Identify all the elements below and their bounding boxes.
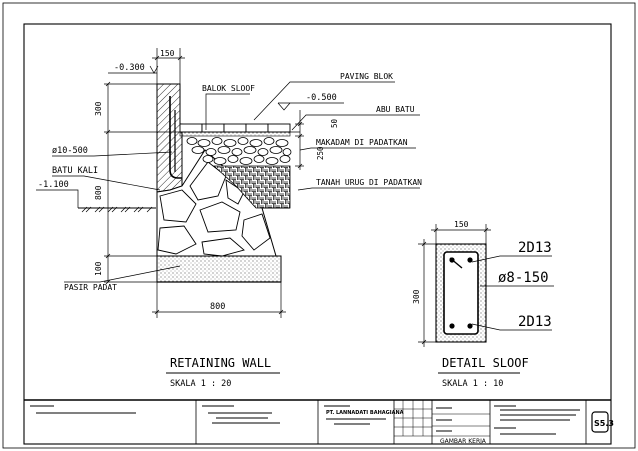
- level-top-text: -0.300: [114, 63, 145, 73]
- title-block-drawing-label: GAMBAR KERJA: [440, 438, 487, 445]
- label-level-low: -1.100: [38, 180, 69, 190]
- dim-paving-50-text: 50: [330, 118, 339, 128]
- sloof-top-bar: 2D13: [518, 240, 552, 256]
- label-makadam: MAKADAM DI PADATKAN: [316, 138, 408, 147]
- dim-top-150-text: 150: [160, 49, 175, 58]
- dim-bottom-800: [152, 282, 286, 318]
- dim-left-chain: [104, 81, 300, 285]
- retaining-wall-scale: SKALA 1 : 20: [170, 379, 231, 389]
- leaders-right: [205, 81, 420, 191]
- sloof-stirrup-text: ø8-150: [498, 270, 549, 286]
- dim-sand-100-text: 100: [94, 261, 103, 276]
- revision-grid: [394, 400, 490, 437]
- retaining-wall-section: 150 -0.300 300 800 100: [36, 48, 422, 389]
- dim-bottom-800-text: 800: [210, 302, 225, 312]
- detail-sloof-title: DETAIL SLOOF: [442, 356, 529, 370]
- dim-makadam-250-text: 250: [316, 146, 325, 160]
- label-pasir-padat: PASIR PADAT: [64, 283, 117, 292]
- pavement-layers: [179, 123, 291, 137]
- title-block-company: PT. LANNADATI BAHAGIANA: [326, 410, 404, 416]
- sloof-bar-top-right: [467, 257, 473, 263]
- title-block-small-text: [30, 405, 580, 435]
- pasir-padat-base: [156, 255, 282, 283]
- sloof-dims: [418, 224, 491, 347]
- label-abu-batu: ABU BATU: [376, 105, 415, 114]
- detail-sloof-section: 150 300 2D13 ø8-150 2D13 DETAIL SLOOF SK…: [412, 220, 554, 389]
- soil-hatch-left: [81, 206, 153, 213]
- sloof-leaders: [471, 255, 554, 331]
- dim-wall-800-text: 800: [94, 185, 103, 200]
- dim-sloof-300-text: 300: [94, 101, 103, 116]
- label-rebar: ø10-500: [52, 146, 88, 156]
- abu-batu-layer: [179, 131, 291, 137]
- dim-right-chain: [295, 110, 304, 170]
- sheet-inner-border: [23, 23, 612, 445]
- label-balok-sloof: BALOK SLOOF: [202, 84, 255, 93]
- title-block: PT. LANNADATI BAHAGIANA GAMBAR KERJA S5.…: [24, 399, 614, 445]
- sloof-bottom-bar: 2D13: [518, 314, 552, 330]
- leaders-left: [36, 151, 181, 283]
- sloof-width-dim: 150: [454, 220, 469, 229]
- label-tanah-urug: TANAH URUG DI PADATKAN: [316, 178, 422, 187]
- retaining-wall-title: RETAINING WALL: [170, 356, 271, 370]
- sloof-bar-bottom-left: [449, 323, 455, 329]
- sheet-code: S5.3: [594, 419, 614, 428]
- sloof-height-dim: 300: [412, 289, 421, 304]
- sloof-stirrup: [443, 251, 479, 335]
- label-batu-kali: BATU KALI: [52, 166, 98, 176]
- makadam-layer: [186, 137, 292, 165]
- rebar-hook: [169, 96, 182, 179]
- level-marker-top: [108, 65, 159, 74]
- level-marker-mid: [277, 102, 344, 111]
- level-mid-text: -0.500: [306, 93, 337, 103]
- stirrup-hook: [449, 257, 463, 269]
- sloof-bar-bottom-right: [467, 323, 473, 329]
- dim-top-150: [152, 48, 185, 84]
- sheet-code-box: [591, 411, 609, 433]
- detail-sloof-scale: SKALA 1 : 10: [442, 379, 503, 389]
- label-paving-blok: PAVING BLOK: [340, 72, 393, 81]
